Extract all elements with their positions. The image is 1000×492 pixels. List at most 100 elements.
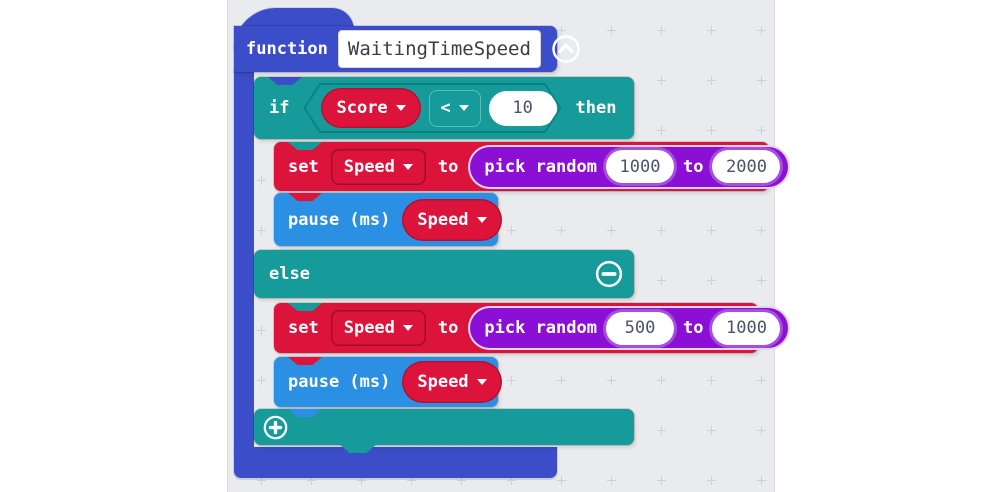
pick-random-block[interactable]: pick random 500 to 1000 xyxy=(470,308,789,348)
grid-cross xyxy=(757,26,766,35)
grid-cross xyxy=(507,476,516,485)
grid-cross xyxy=(507,376,516,385)
grid-cross xyxy=(257,176,266,185)
else-label: else xyxy=(269,264,310,284)
to-label: to xyxy=(682,318,704,338)
grid-cross xyxy=(657,226,666,235)
if-label: if xyxy=(269,98,290,118)
grid-cross xyxy=(657,376,666,385)
grid-cross xyxy=(657,26,666,35)
grid-cross xyxy=(707,126,716,135)
function-definition-block[interactable]: function WaitingTimeSpeed xyxy=(234,26,580,72)
then-label: then xyxy=(575,98,617,118)
speed-variable-pill[interactable]: Speed xyxy=(402,198,502,241)
pause-block[interactable]: pause (ms) Speed xyxy=(274,193,502,246)
connector-notch xyxy=(288,303,322,311)
to-label: to xyxy=(437,156,459,177)
grid-cross xyxy=(757,76,766,85)
grid-cross xyxy=(607,376,616,385)
random-min-input[interactable]: 500 xyxy=(605,311,674,345)
connector-notch xyxy=(288,357,322,365)
grid-cross xyxy=(657,276,666,285)
grid-cross xyxy=(607,26,616,35)
grid-cross xyxy=(757,126,766,135)
grid-cross xyxy=(757,476,766,485)
pause-label: pause (ms) xyxy=(288,372,391,392)
grid-cross xyxy=(557,376,566,385)
grid-cross xyxy=(607,476,616,485)
pause-label: pause (ms) xyxy=(288,209,391,230)
grid-cross xyxy=(707,226,716,235)
grid-cross xyxy=(757,426,766,435)
grid-cross xyxy=(257,476,266,485)
dropdown-arrow-icon xyxy=(459,105,469,111)
set-label: set xyxy=(288,318,319,338)
dropdown-arrow-icon xyxy=(476,379,487,385)
blocks-workspace[interactable]: function WaitingTimeSpeed if Score xyxy=(227,0,789,492)
function-block-left-spine xyxy=(234,70,254,449)
grid-cross xyxy=(507,226,516,235)
set-label: set xyxy=(288,156,319,177)
grid-cross xyxy=(357,476,366,485)
dropdown-arrow-icon xyxy=(402,325,413,331)
connector-notch xyxy=(288,409,322,417)
dropdown-arrow-icon xyxy=(402,163,413,170)
grid-cross xyxy=(657,76,666,85)
function-name-input[interactable]: WaitingTimeSpeed xyxy=(337,30,541,68)
random-min-input[interactable]: 1000 xyxy=(605,150,674,183)
grid-cross xyxy=(707,76,716,85)
to-label: to xyxy=(437,318,459,338)
grid-cross xyxy=(657,426,666,435)
grid-cross xyxy=(557,476,566,485)
random-max-input[interactable]: 2000 xyxy=(712,150,781,183)
connector-notch xyxy=(288,193,322,201)
comparator-dropdown[interactable]: < xyxy=(429,90,481,127)
grid-cross xyxy=(257,376,266,385)
grid-cross xyxy=(407,476,416,485)
grid-cross xyxy=(657,126,666,135)
collapse-block-icon[interactable] xyxy=(551,34,581,64)
comparison-value-input[interactable]: 10 xyxy=(489,91,557,126)
grid-cross xyxy=(707,26,716,35)
grid-cross xyxy=(707,276,716,285)
else-block-bar[interactable]: else xyxy=(254,250,634,298)
speed-variable-dropdown[interactable]: Speed xyxy=(330,148,426,185)
grid-cross xyxy=(307,476,316,485)
remove-else-branch-icon[interactable] xyxy=(594,259,624,289)
set-variable-block[interactable]: set Speed to pick random 500 to 1000 xyxy=(274,303,789,353)
grid-cross xyxy=(557,226,566,235)
pick-random-label: pick random xyxy=(484,156,597,177)
add-else-if-icon[interactable] xyxy=(262,414,289,441)
if-block-header[interactable]: if Score < 10 then xyxy=(254,77,634,139)
connector-notch xyxy=(268,77,302,85)
connector-notch xyxy=(288,142,322,150)
if-block-bottom-bar[interactable] xyxy=(254,409,634,453)
grid-cross xyxy=(707,476,716,485)
pick-random-label: pick random xyxy=(484,318,597,338)
grid-cross xyxy=(757,226,766,235)
function-keyword-label: function xyxy=(246,39,328,59)
pick-random-block[interactable]: pick random 1000 to 2000 xyxy=(470,146,789,187)
grid-cross xyxy=(457,476,466,485)
speed-variable-dropdown[interactable]: Speed xyxy=(330,310,426,346)
grid-cross xyxy=(607,226,616,235)
connector-tab xyxy=(339,444,377,453)
grid-cross xyxy=(557,26,566,35)
speed-variable-pill[interactable]: Speed xyxy=(402,361,502,403)
grid-cross xyxy=(757,276,766,285)
pause-block[interactable]: pause (ms) Speed xyxy=(274,357,502,407)
to-label: to xyxy=(682,156,704,177)
score-variable-dropdown[interactable]: Score xyxy=(321,88,420,128)
random-max-input[interactable]: 1000 xyxy=(712,311,781,345)
function-block-bottom-bar xyxy=(234,447,557,478)
dropdown-arrow-icon xyxy=(396,105,406,111)
grid-cross xyxy=(707,426,716,435)
grid-cross xyxy=(257,226,266,235)
grid-cross xyxy=(257,326,266,335)
dropdown-arrow-icon xyxy=(476,216,487,223)
condition-slot-hexagon: Score < 10 xyxy=(303,83,561,133)
grid-cross xyxy=(657,476,666,485)
set-variable-block[interactable]: set Speed to pick random 1000 to 2000 xyxy=(274,142,789,191)
grid-cross xyxy=(757,376,766,385)
